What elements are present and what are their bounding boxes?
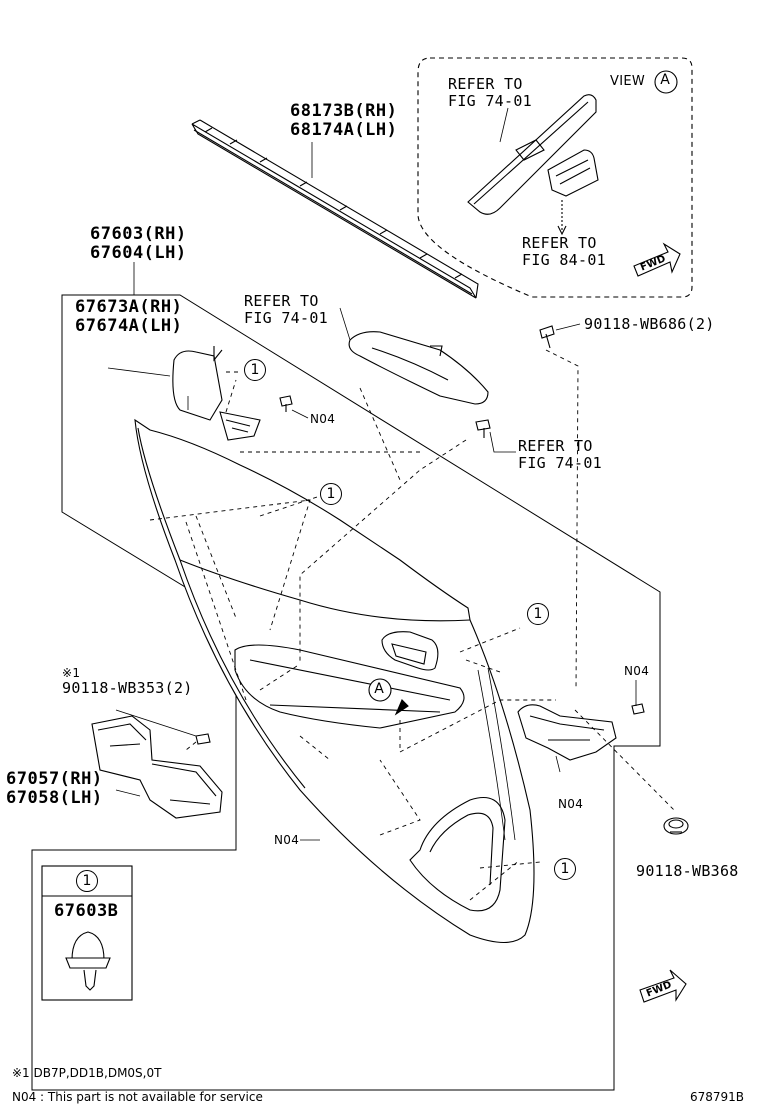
footer-note-1: ※1 DB7P,DD1B,DM0S,0T <box>12 1066 162 1080</box>
lower-refer-to: REFER TO <box>518 437 593 455</box>
label-n04-right-bottom: N04 <box>558 797 584 811</box>
label-67674a: 67674A(LH) <box>75 316 183 336</box>
callout-1-panel-right: 1 <box>527 603 549 625</box>
right-bracket <box>517 704 617 773</box>
dashed-leaders <box>149 349 677 901</box>
label-90118-wb686: 90118-WB686(2) <box>584 315 715 333</box>
label-n04-panel: N04 <box>274 833 300 847</box>
callout-1-bracket: 1 <box>244 359 266 381</box>
view-a-fig-84-01: FIG 84-01 <box>522 251 606 269</box>
label-67673a: 67673A(RH) <box>75 297 183 317</box>
label-67057: 67057(RH) <box>6 769 103 789</box>
lower-fig-74-01: FIG 74-01 <box>518 454 602 472</box>
armrest-refer-to: REFER TO <box>244 292 319 310</box>
note-mark: ※1 <box>62 666 81 680</box>
label-68174a: 68174A(LH) <box>290 120 398 140</box>
label-67058: 67058(LH) <box>6 788 103 808</box>
label-68173b: 68173B(RH) <box>290 101 398 121</box>
bracket <box>172 346 261 441</box>
view-label: VIEW <box>610 74 645 89</box>
view-a-box <box>417 57 693 298</box>
label-90118-wb353: 90118-WB353(2) <box>62 679 193 697</box>
label-67603: 67603(RH) <box>90 224 187 244</box>
label-n04-right-top: N04 <box>624 664 650 678</box>
armrest-fig-74-01: FIG 74-01 <box>244 309 328 327</box>
view-a-parts <box>467 94 599 236</box>
screws <box>195 325 645 745</box>
view-a-circle: A <box>660 72 670 88</box>
callout-a-panel: A <box>374 681 384 697</box>
view-a-refer-to: REFER TO <box>448 75 523 93</box>
legend-circle-1: 1 <box>76 870 98 892</box>
diagram-id: 678791B <box>690 1090 745 1104</box>
weatherstrip <box>191 119 479 299</box>
fwd-arrows <box>633 242 687 1003</box>
armrest-cover <box>348 331 489 405</box>
callout-1-panel-lower: 1 <box>554 858 576 880</box>
solid-leaders <box>107 323 637 841</box>
legend-part-number: 67603B <box>54 901 119 921</box>
pocket-bracket <box>91 715 223 819</box>
clip-wb368 <box>663 817 689 835</box>
view-a-refer-to-2: REFER TO <box>522 234 597 252</box>
callout-1-panel-upper: 1 <box>320 483 342 505</box>
view-a-fig-74-01: FIG 74-01 <box>448 92 532 110</box>
label-n04-bracket: N04 <box>310 412 336 426</box>
footer-n04-note: N04 : This part is not available for ser… <box>12 1090 263 1104</box>
label-90118-wb368: 90118-WB368 <box>636 862 739 880</box>
label-67604: 67604(LH) <box>90 243 187 263</box>
